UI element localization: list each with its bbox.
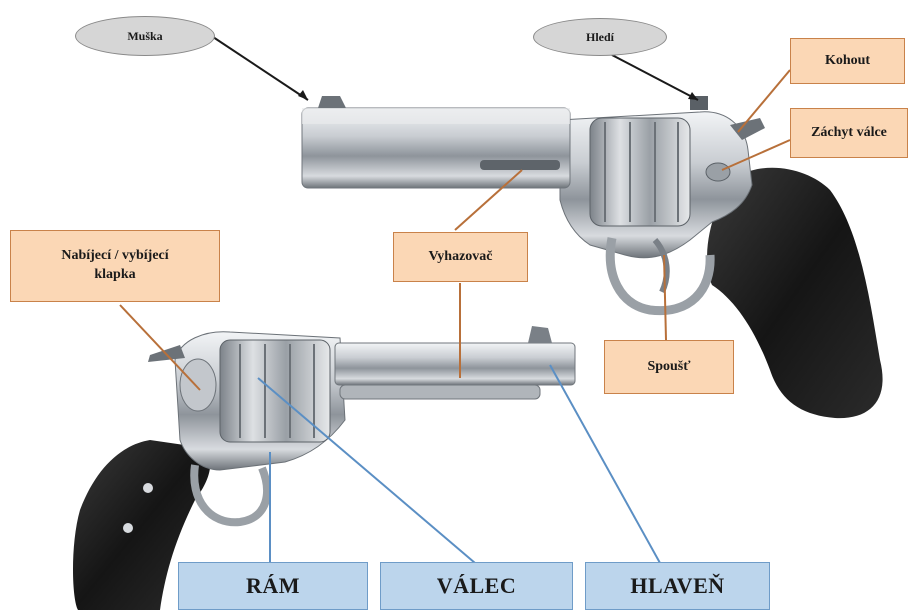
label-vyhazovac: Vyhazovač xyxy=(393,232,528,282)
bottom-revolver-barrel xyxy=(334,342,576,386)
label-muska: Muška xyxy=(75,16,215,56)
bottom-revolver-front-sight xyxy=(528,326,552,343)
valec-pointer xyxy=(257,377,476,564)
top-revolver-front-sight xyxy=(318,96,346,108)
klapka-pointer xyxy=(119,304,201,391)
label-zachyt-valce: Záchyt válce xyxy=(790,108,908,158)
label-nabijeci-klapka: Nabíjecí / vybíjecí klapka xyxy=(10,230,220,302)
top-revolver-grip xyxy=(707,167,883,419)
bottom-revolver-loading-gate xyxy=(179,358,217,412)
top-revolver-trigger xyxy=(652,238,670,294)
top-revolver-hammer xyxy=(730,118,765,140)
bottom-revolver-grip xyxy=(73,440,211,610)
label-kohout: Kohout xyxy=(790,38,905,84)
kohout-pointer xyxy=(737,69,791,133)
label-hledi: Hledí xyxy=(533,18,667,56)
top-revolver-ejector-slot xyxy=(480,160,560,170)
muska-pointer xyxy=(209,34,309,101)
top-revolver-cylinder xyxy=(589,117,691,227)
label-valec: VÁLEC xyxy=(380,562,573,610)
top-revolver-trigger-guard xyxy=(605,237,715,316)
callout-lines xyxy=(119,34,791,564)
hledi-pointer xyxy=(611,54,699,101)
label-ram: RÁM xyxy=(178,562,368,610)
top-revolver xyxy=(301,96,883,419)
top-revolver-barrel-rib xyxy=(302,108,570,124)
bottom-revolver-trigger-guard xyxy=(190,464,271,527)
bottom-revolver-ejector-rod xyxy=(339,384,541,400)
label-hlaven: HLAVEŇ xyxy=(585,562,770,610)
label-spoust: Spoušť xyxy=(604,340,734,394)
spoust-pointer xyxy=(663,254,667,341)
hlaven-pointer xyxy=(549,364,661,564)
top-revolver-cylinder-release xyxy=(705,162,731,182)
zachyt-valce-pointer xyxy=(721,139,791,171)
vyhazovac-pointer-top xyxy=(454,169,523,231)
